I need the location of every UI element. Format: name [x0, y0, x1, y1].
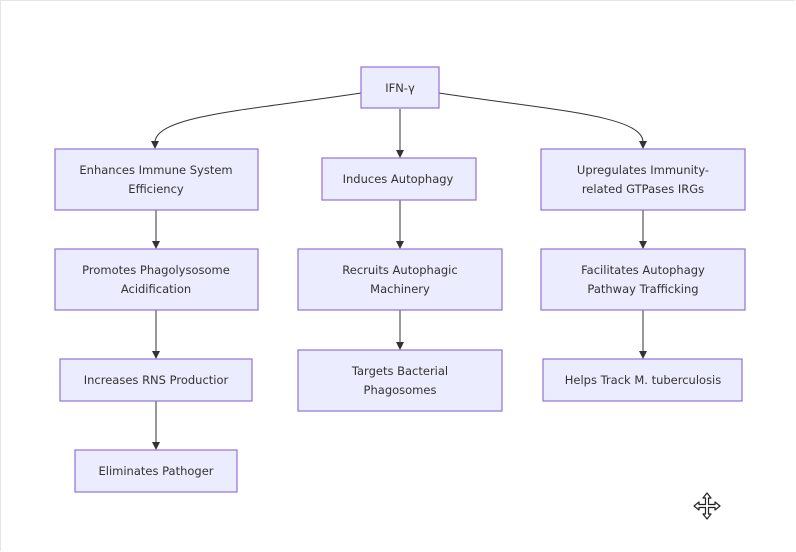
node-eliminates-pathogen[interactable]: Eliminates Pathoger	[74, 449, 238, 493]
arrowhead	[152, 442, 160, 450]
node-induces-autophagy[interactable]: Induces Autophagу	[321, 157, 477, 201]
node-label-line: Facilitates Autophagy	[581, 263, 705, 277]
node-upregulates-irgs[interactable]: Upregulates Immunity- related GTPases IR…	[540, 148, 746, 211]
node-helps-track-m-tuberculosis[interactable]: Helps Track M. tuberculosis	[542, 358, 743, 402]
node-increases-rns-production[interactable]: Increases RNS Productior	[59, 358, 253, 402]
node-label-line: Helps Track M. tuberculosis	[565, 373, 722, 387]
node-label-line: Recruits Autophagic	[342, 263, 457, 277]
edge-root-to-branch-3	[438, 92, 644, 142]
node-label-line: Machinery	[370, 282, 430, 296]
node-label-line: Increases RNS Productior	[84, 373, 229, 387]
node-label-line: Induces Autophagу	[343, 172, 454, 186]
node-label-line: Acidification	[121, 282, 191, 296]
arrowhead	[152, 241, 160, 249]
node-root[interactable]: IFN-γ	[360, 66, 440, 109]
arrowhead	[639, 241, 647, 249]
edges	[151, 92, 647, 450]
arrowhead	[396, 241, 404, 249]
arrowhead	[639, 351, 647, 359]
node-root-label: IFN-γ	[385, 81, 415, 95]
node-label-line: Efficiency	[128, 182, 184, 196]
arrowhead	[152, 351, 160, 359]
node-label-line: Promotes Phagolysosome	[82, 263, 230, 277]
node-label-line: Phagosomes	[364, 383, 437, 397]
node-label-line: Upregulates Immunity-	[577, 163, 709, 177]
node-label-line: Eliminates Pathoger	[98, 464, 213, 478]
node-promotes-phagolysosome[interactable]: Promotes Phagolysosome Acidification	[54, 248, 259, 311]
node-recruits-autophagic-machinery[interactable]: Recruits Autophagic Machinery	[297, 248, 503, 311]
arrowhead	[639, 141, 647, 149]
node-facilitates-autophagy-trafficking[interactable]: Facilitates Autophagy Pathway Traffickin…	[540, 248, 746, 311]
arrowhead	[396, 342, 404, 350]
node-label-line: Pathway Trafficking	[587, 282, 698, 296]
node-label-line: related GTPases IRGs	[582, 182, 704, 196]
edge-root-to-branch-1	[154, 92, 362, 142]
node-label-line: Enhances Immune System	[79, 163, 232, 177]
node-targets-bacterial-phagosomes[interactable]: Targets Bacterial Phagosomes	[297, 349, 503, 412]
arrowhead	[151, 141, 159, 149]
arrowhead	[396, 150, 404, 158]
node-enhances-immune-system[interactable]: Enhances Immune System Efficiency	[54, 148, 259, 211]
move-arrows-icon[interactable]	[692, 491, 722, 521]
node-label-line: Targets Bacterial	[351, 364, 448, 378]
